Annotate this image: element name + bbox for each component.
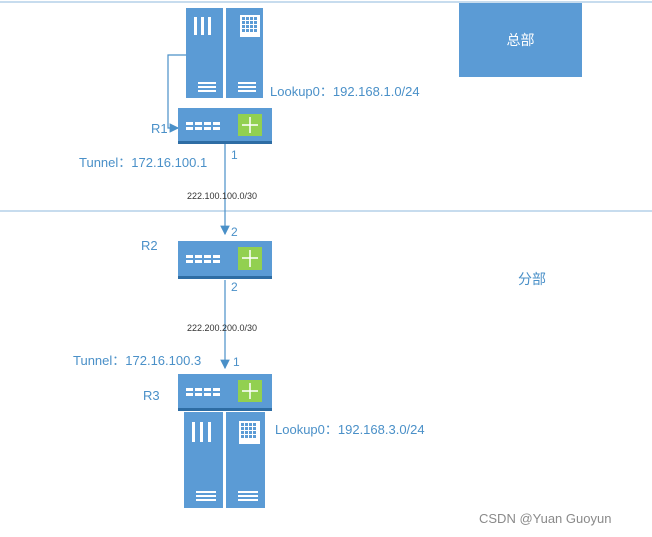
- subnet-r1-r2: 222.100.100.0/30: [187, 191, 258, 201]
- link-server1-r1: [167, 54, 186, 133]
- loopback-r3-label: Lookup0：192.168.3.0/24: [275, 422, 425, 437]
- subnet-r2-r3: 222.200.200.0/30: [187, 323, 258, 333]
- router-r1-icon: [178, 108, 272, 144]
- iface-r1-down: 1: [231, 148, 238, 162]
- hq-server-icon: [186, 8, 263, 98]
- branch-server-icon: [184, 412, 265, 508]
- router-r3-label: R3: [143, 388, 160, 403]
- tunnel-r1-label: Tunnel：172.16.100.1: [79, 155, 208, 170]
- loopback-r1-label: Lookup0：192.168.1.0/24: [270, 84, 420, 99]
- branch-zone-label: 分部: [518, 271, 546, 287]
- hq-zone-label: 总部: [459, 3, 582, 77]
- router-r3-icon: [178, 374, 272, 411]
- hq-zone-text: 总部: [506, 32, 535, 48]
- iface-r3-up: 1: [233, 355, 240, 369]
- router-r2-icon: [178, 241, 272, 279]
- iface-r2-down: 2: [231, 280, 238, 294]
- watermark-text: CSDN @Yuan Guoyun: [479, 511, 612, 526]
- router-r1-label: R1: [151, 121, 168, 136]
- tunnel-r3-label: Tunnel：172.16.100.3: [73, 353, 202, 368]
- router-r2-label: R2: [141, 238, 158, 253]
- iface-r2-up: 2: [231, 225, 238, 239]
